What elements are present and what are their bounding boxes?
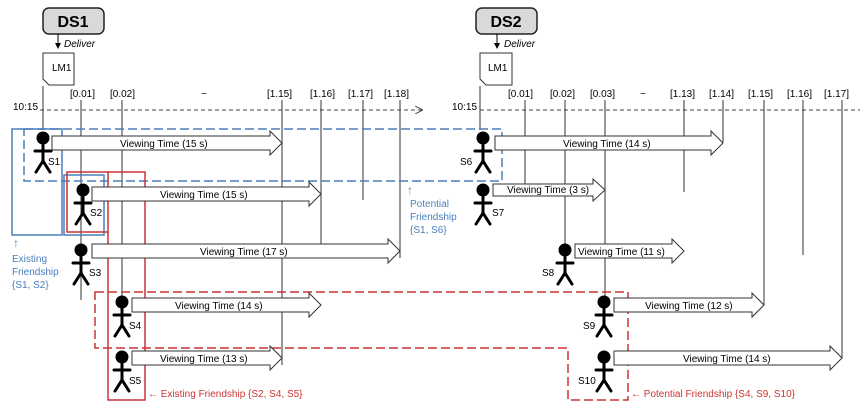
ds2-tick: [1.15] xyxy=(748,89,773,100)
student-figure-icon xyxy=(473,131,493,174)
viewing-arrow-s6 xyxy=(494,129,724,157)
ds1-tick: [1.18] xyxy=(384,89,409,100)
viewing-label-s10: Viewing Time (14 s) xyxy=(683,354,771,365)
ds2-tick: [0.03] xyxy=(590,89,615,100)
viewing-label-s2: Viewing Time (15 s) xyxy=(160,190,248,201)
ds2-tick: [1.17] xyxy=(824,89,849,100)
student-figure-icon xyxy=(594,295,614,338)
viewing-label-s3: Viewing Time (17 s) xyxy=(200,247,288,258)
annotation-line: Potential xyxy=(410,199,449,210)
ds2-tick: [1.14] xyxy=(709,89,734,100)
annotation-line: {S1, S2} xyxy=(12,280,49,291)
viewing-arrow-s10 xyxy=(613,344,843,372)
ds2-tick: [1.16] xyxy=(787,89,812,100)
ds2-title: DS2 xyxy=(490,14,521,31)
potential-friendship-s4-s9-s10-box xyxy=(94,291,629,401)
viewing-arrow-s3 xyxy=(91,237,401,265)
ds1-tick: [1.16] xyxy=(310,89,335,100)
potential-friendship-s1-s6-annotation: ↑ Potential Friendship {S1, S6} xyxy=(407,183,457,236)
student-figure-icon xyxy=(594,350,614,393)
ds1-tick: ~ xyxy=(201,89,207,100)
student-figure-icon xyxy=(33,131,53,174)
up-arrow-icon: ↑ xyxy=(407,183,413,197)
ds1-start-time: 10:15 xyxy=(13,102,38,113)
viewing-label-s9: Viewing Time (12 s) xyxy=(645,301,733,312)
student-label-s8: S8 xyxy=(542,268,555,279)
student-label-s7: S7 xyxy=(492,208,505,219)
student-figure-icon xyxy=(112,350,132,393)
ds1-tick: [0.01] xyxy=(70,89,95,100)
annotation-line: Existing xyxy=(12,254,47,265)
student-labels: S1 S2 S3 S4 S5 S6 S7 S8 S9 S10 xyxy=(48,157,596,387)
viewing-arrow-s5 xyxy=(131,344,283,372)
ds2-tick: [0.02] xyxy=(550,89,575,100)
ds1-lm-document-icon xyxy=(42,52,75,86)
ds2-group: DS2 Deliver LM1 [0.01] [0.02] [0.03] ~ [… xyxy=(452,7,860,358)
ds2-lm-label: LM1 xyxy=(488,63,508,74)
ds1-group: DS1 Deliver LM1 [0.01] [0.02] ~ [1.15] [… xyxy=(13,7,422,365)
ds2-tick: ~ xyxy=(640,89,646,100)
ds2-lm-document-icon xyxy=(479,52,513,86)
student-label-s2: S2 xyxy=(90,208,103,219)
viewing-arrow-s2 xyxy=(91,180,322,208)
ds2-start-time: 10:15 xyxy=(452,102,477,113)
student-label-s10: S10 xyxy=(578,376,596,387)
student-label-s4: S4 xyxy=(129,321,142,332)
viewing-label-s6: Viewing Time (14 s) xyxy=(563,139,651,150)
ds1-tick: [0.02] xyxy=(110,89,135,100)
student-label-s6: S6 xyxy=(460,157,473,168)
viewing-label-s5: Viewing Time (13 s) xyxy=(160,354,248,365)
student-figure-icon xyxy=(71,243,91,286)
viewing-arrow-s9 xyxy=(613,291,765,319)
existing-friendship-s2-s4-s5-annotation: ← Existing Friendship {S2, S4, S5} xyxy=(148,389,303,400)
potential-friendship-s1-s6-box xyxy=(23,128,503,182)
viewing-arrow-s8 xyxy=(574,237,685,265)
existing-friendship-s1-s2-box-s2 xyxy=(63,174,105,236)
ds1-tick: [1.17] xyxy=(348,89,373,100)
up-arrow-icon: ↑ xyxy=(13,236,19,250)
ds2-deliver-label: Deliver xyxy=(504,39,536,50)
viewing-label-s7: Viewing Time (3 s) xyxy=(507,185,589,196)
ds1-deliver-label: Deliver xyxy=(64,39,96,50)
potential-friendship-s4-s9-s10-annotation: ← Potential Friendship {S4, S9, S10} xyxy=(631,389,796,400)
ds2-header-box xyxy=(475,7,538,35)
viewing-label-s4: Viewing Time (14 s) xyxy=(175,301,263,312)
ds1-tick: [1.15] xyxy=(267,89,292,100)
ds1-header-box xyxy=(42,7,105,35)
ds1-lm-label: LM1 xyxy=(52,63,72,74)
annotation-line: {S1, S6} xyxy=(410,225,447,236)
existing-friendship-s1-s2-annotation: ↑ Existing Friendship {S1, S2} xyxy=(12,236,59,291)
student-figure-icon xyxy=(112,295,132,338)
student-label-s9: S9 xyxy=(583,321,596,332)
student-figure-icon xyxy=(473,183,493,226)
student-label-s3: S3 xyxy=(89,268,102,279)
viewing-arrow-s4 xyxy=(131,291,322,319)
student-label-s5: S5 xyxy=(129,376,142,387)
annotation-line: Friendship xyxy=(12,267,59,278)
ds2-viewing-arrows: Viewing Time (14 s) Viewing Time (3 s) V… xyxy=(492,129,843,372)
student-figure-icon xyxy=(555,243,575,286)
viewing-arrow-s1 xyxy=(51,129,283,157)
viewing-label-s8: Viewing Time (11 s) xyxy=(578,247,665,258)
viewing-arrow-s7 xyxy=(492,177,606,203)
student-figure-icon xyxy=(73,183,93,226)
ds2-tick: [1.13] xyxy=(670,89,695,100)
ds1-viewing-arrows: Viewing Time (15 s) Viewing Time (15 s) … xyxy=(51,129,401,372)
student-label-s1: S1 xyxy=(48,157,61,168)
student-figures xyxy=(33,131,614,393)
ds2-vertical-lines xyxy=(479,86,843,358)
viewing-label-s1: Viewing Time (15 s) xyxy=(120,139,208,150)
ds2-tick: [0.01] xyxy=(508,89,533,100)
existing-friendship-s2-s4-s5-box xyxy=(107,171,146,401)
existing-friendship-s2-box xyxy=(66,171,109,233)
ds1-title: DS1 xyxy=(57,14,88,31)
annotation-line: Friendship xyxy=(410,212,457,223)
ds1-vertical-lines xyxy=(42,86,401,365)
